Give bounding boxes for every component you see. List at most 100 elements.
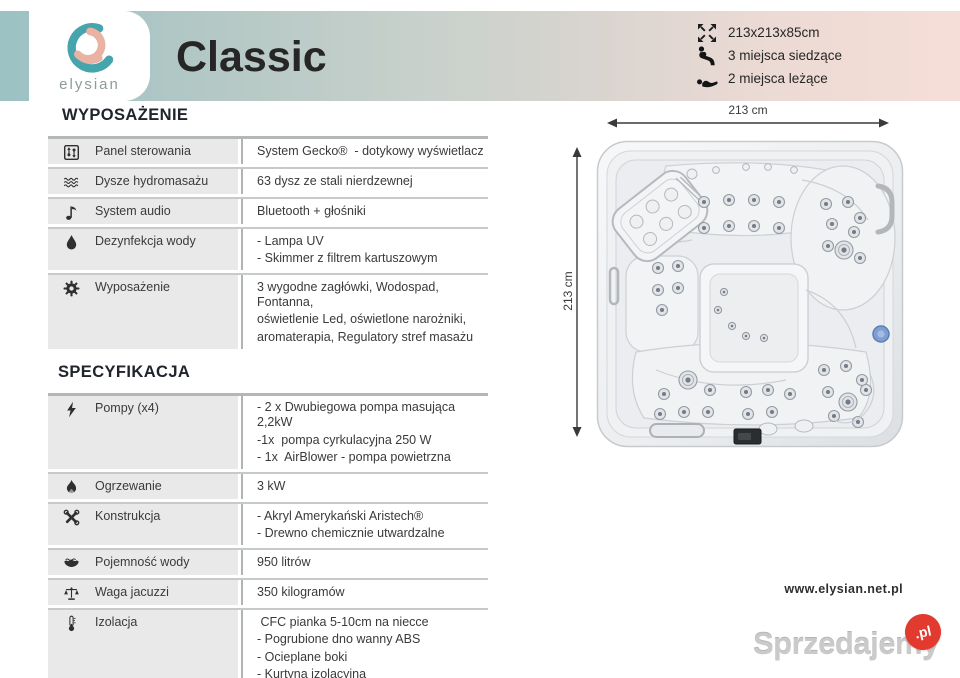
- spec-label: Dysze hydromasażu: [95, 174, 209, 188]
- spec-value-line: - Kurtyna izolacyjna: [257, 667, 367, 678]
- spec-value-line: - 1x AirBlower - pompa powietrzna: [257, 450, 451, 464]
- table-row: Dysze hydromasażu 63 dysz ze stali nierdz…: [48, 167, 488, 194]
- spec-value-line: 3 wygodne zagłówki, Wodospad, Fontanna,: [257, 279, 443, 309]
- water-bowl-icon: [48, 553, 95, 572]
- brand-name: elysian: [59, 75, 120, 93]
- spec-value-line: 350 kilogramów: [257, 584, 345, 599]
- spec-value-cell: 3 kW: [241, 474, 488, 499]
- table-row: Konstrukcja - Akryl Amerykański Aristech®…: [48, 502, 488, 545]
- equipment-table: Panel sterowania System Gecko® - dotykowy…: [48, 136, 488, 349]
- flame-icon: [48, 477, 95, 496]
- spec-value-cell: CFC pianka 5-10cm na niecce - Pogrubione …: [241, 610, 488, 678]
- spec-label-cell: Pompy (x4): [48, 395, 238, 469]
- width-dimension-label: 213 cm: [728, 103, 768, 117]
- lightning-bolt-icon: [48, 399, 95, 467]
- spec-value-line: 950 litrów: [257, 554, 311, 569]
- spec-value-line: - Ocieplane boki: [257, 649, 348, 664]
- equipment-heading: WYPOSAŻENIE: [62, 106, 189, 124]
- spec-label-cell: System audio: [48, 199, 238, 224]
- spec-value-line: - 2 x Dwubiegowa pompa masująca 2,2kW: [257, 400, 459, 429]
- spec-value-line: Bluetooth + głośniki: [257, 203, 366, 218]
- spec-value-line: - Lampa UV: [257, 233, 324, 248]
- spec-value-cell: 3 wygodne zagłówki, Wodospad, Fontanna, o…: [241, 275, 488, 349]
- hot-tub-top-view-image: [596, 140, 904, 448]
- lying-person-icon: [695, 69, 719, 89]
- thermometer-icon: [48, 613, 95, 678]
- spec-label: Konstrukcja: [95, 509, 161, 523]
- spec-label: System audio: [95, 204, 171, 218]
- music-note-icon: [48, 202, 95, 221]
- spec-value-line: -1x pompa cyrkulacyjna 250 W: [257, 432, 432, 447]
- table-row: Ogrzewanie 3 kW: [48, 472, 488, 499]
- spec-label-cell: Dysze hydromasażu: [48, 169, 238, 194]
- spec-label-cell: Pojemność wody: [48, 550, 238, 575]
- header-quick-spec-label: 213x213x85cm: [727, 25, 820, 40]
- spec-label-cell: Waga jacuzzi: [48, 580, 238, 605]
- spec-label: Izolacja: [95, 615, 138, 629]
- elysian-swirl-icon: [66, 22, 113, 73]
- table-row: Wyposażenie 3 wygodne zagłówki, Wodospad,…: [48, 273, 488, 349]
- marketplace-watermark: Sprzedajemy .pl: [753, 610, 953, 670]
- spec-value-line: aromaterapia, Regulatory stref masażu: [257, 329, 474, 344]
- control-panel-icon: [48, 142, 95, 161]
- spec-label: Wyposażenie: [95, 280, 170, 294]
- height-dimension-label: 213 cm: [561, 271, 575, 311]
- spec-label: Panel sterowania: [95, 144, 191, 158]
- spec-label-cell: Konstrukcja: [48, 504, 238, 545]
- brand-logo: elysian: [29, 11, 150, 101]
- table-row: Panel sterowania System Gecko® - dotykowy…: [48, 136, 488, 164]
- details-column: WYPOSAŻENIE Panel sterowania System Gecko…: [48, 106, 488, 678]
- spec-value-cell: Bluetooth + głośniki: [241, 199, 488, 224]
- water-drop-icon: [48, 232, 95, 267]
- spec-label: Pompy (x4): [95, 400, 159, 415]
- dimensions-icon: [695, 23, 719, 43]
- table-row: Dezynfekcja wody - Lampa UV - Skimmer z fi…: [48, 227, 488, 270]
- gear-icon: [48, 278, 95, 346]
- spec-value-line: CFC pianka 5-10cm na niecce: [257, 614, 429, 629]
- spec-value-line: - Pogrubione dno wanny ABS: [257, 632, 421, 646]
- spec-label: Ogrzewanie: [95, 479, 162, 493]
- spec-value-line: 63 dysz ze stali nierdzewnej: [257, 173, 413, 188]
- header-quick-spec-item: 3 miejsca siedzące: [695, 44, 842, 67]
- spec-value-cell: - Lampa UV - Skimmer z filtrem kartuszowy…: [241, 229, 488, 270]
- header-quick-spec-label: 3 miejsca siedzące: [727, 48, 842, 63]
- specification-table: Pompy (x4) - 2 x Dwubiegowa pompa masując…: [48, 392, 488, 678]
- table-row: Pojemność wody 950 litrów: [48, 548, 488, 575]
- spec-value-line: - Drewno chemicznie utwardzalne: [257, 526, 445, 540]
- spec-value-line: oświetlenie Led, oświetlone narożniki,: [257, 312, 467, 326]
- spec-label-cell: Ogrzewanie: [48, 474, 238, 499]
- spec-value-line: System Gecko® - dotykowy wyświetlacz: [257, 143, 484, 158]
- width-dimension-arrow: [607, 118, 889, 128]
- spec-value-cell: - Akryl Amerykański Aristech® - Drewno ch…: [241, 504, 488, 545]
- header-quick-specs: 213x213x85cm 3 miejsca siedzące 2 miejsca …: [695, 21, 842, 90]
- spec-label-cell: Wyposażenie: [48, 275, 238, 349]
- table-row: Izolacja CFC pianka 5-10cm na niecce - Po…: [48, 608, 488, 678]
- header-quick-spec-item: 2 miejsca leżące: [695, 67, 842, 90]
- table-row: System audio Bluetooth + głośniki: [48, 197, 488, 224]
- crossed-tools-icon: [48, 507, 95, 542]
- seated-person-icon: [695, 45, 719, 66]
- table-row: Pompy (x4) - 2 x Dwubiegowa pompa masując…: [48, 392, 488, 469]
- spec-label-cell: Dezynfekcja wody: [48, 229, 238, 270]
- spec-value-cell: 63 dysz ze stali nierdzewnej: [241, 169, 488, 194]
- spec-value-cell: - 2 x Dwubiegowa pompa masująca 2,2kW -1x…: [241, 395, 488, 469]
- website-link[interactable]: www.elysian.net.pl: [784, 582, 903, 596]
- spec-label: Dezynfekcja wody: [95, 234, 196, 248]
- spec-label-cell: Izolacja: [48, 610, 238, 678]
- spec-value-line: - Akryl Amerykański Aristech®: [257, 508, 424, 523]
- header-quick-spec-label: 2 miejsca leżące: [727, 71, 828, 86]
- spec-label: Pojemność wody: [95, 555, 190, 569]
- spec-value-cell: System Gecko® - dotykowy wyświetlacz: [241, 139, 488, 164]
- weight-scale-icon: [48, 583, 95, 602]
- spec-label: Waga jacuzzi: [95, 585, 169, 599]
- spec-label-cell: Panel sterowania: [48, 139, 238, 164]
- table-row: Waga jacuzzi 350 kilogramów: [48, 578, 488, 605]
- spec-value-line: - Skimmer z filtrem kartuszowym: [257, 251, 438, 265]
- spec-value-line: 3 kW: [257, 478, 286, 493]
- hydromassage-waves-icon: [48, 172, 95, 191]
- height-dimension-arrow: [572, 147, 582, 437]
- spec-value-cell: 950 litrów: [241, 550, 488, 575]
- spec-value-cell: 350 kilogramów: [241, 580, 488, 605]
